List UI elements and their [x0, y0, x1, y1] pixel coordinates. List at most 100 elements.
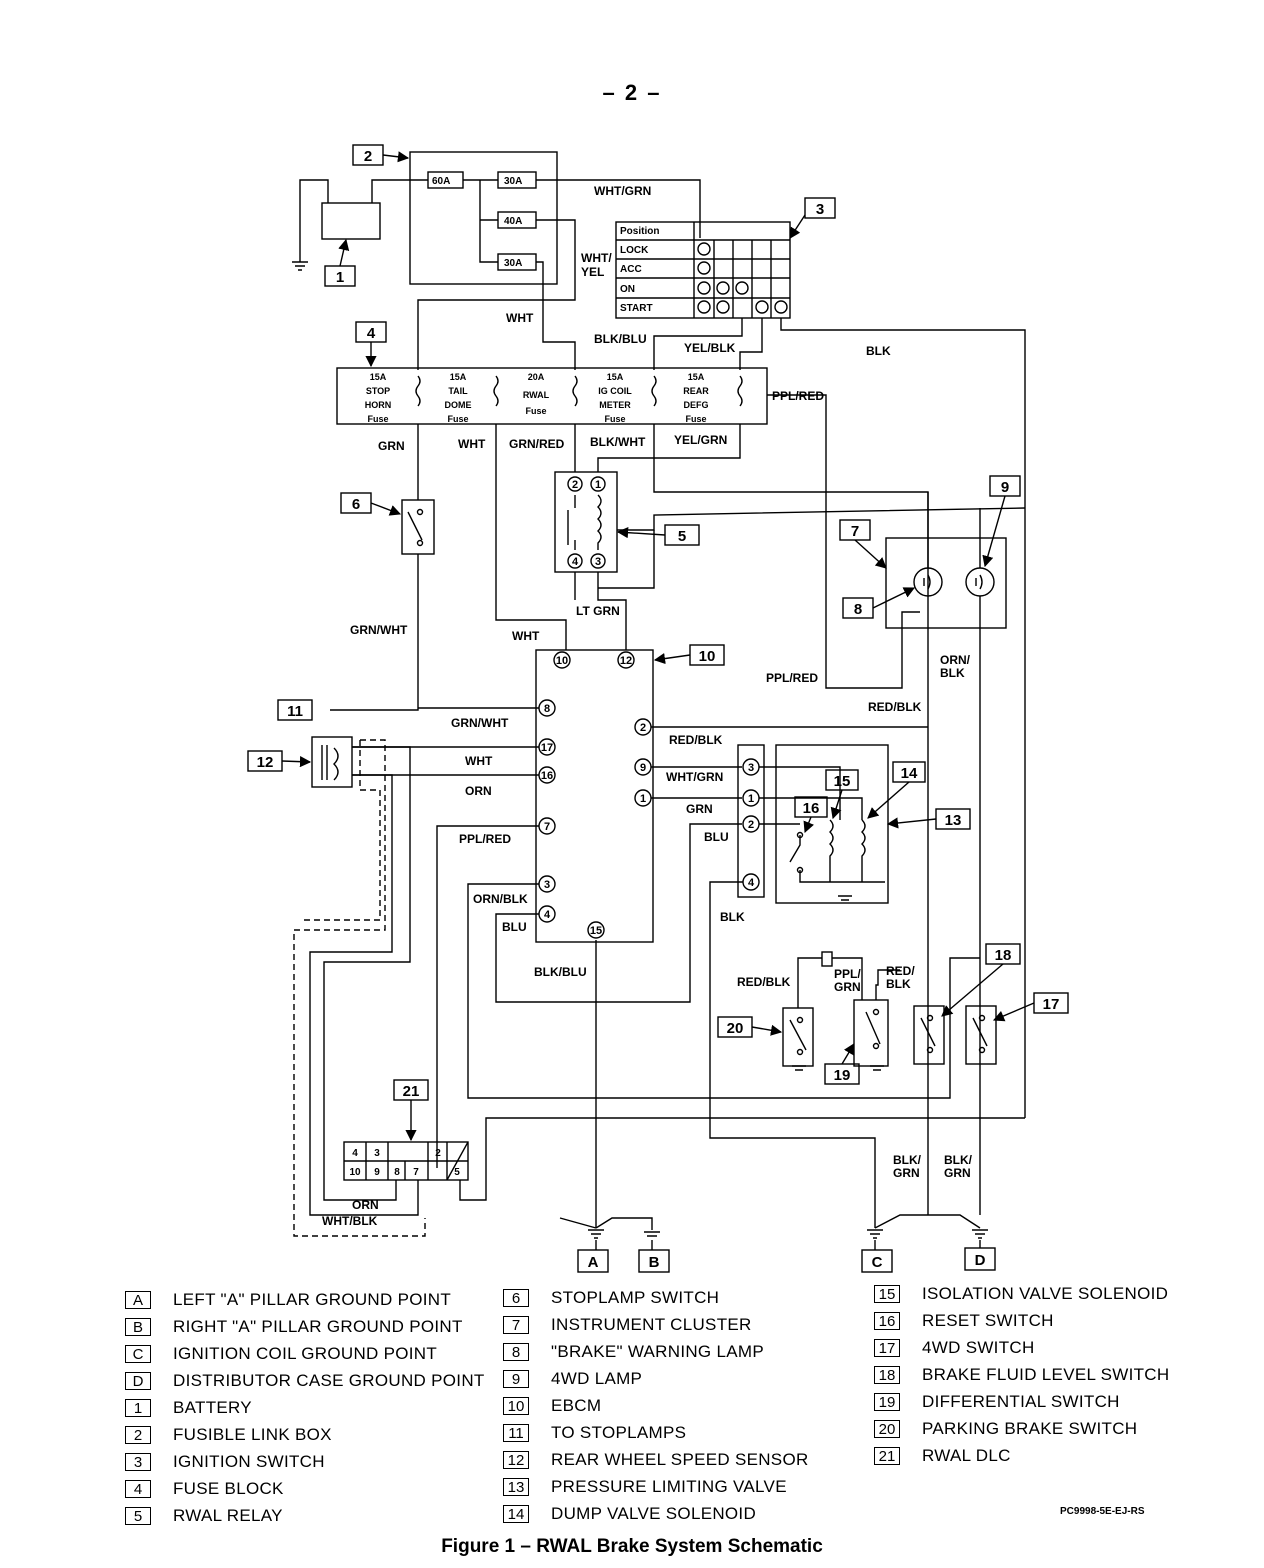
callout-12: 12 — [257, 754, 274, 771]
svg-text:10: 10 — [556, 655, 568, 667]
callout-18: 18 — [995, 947, 1012, 964]
svg-text:3: 3 — [595, 556, 601, 568]
svg-text:HORN: HORN — [365, 400, 392, 410]
svg-text:15A: 15A — [450, 372, 467, 382]
svg-text:15: 15 — [590, 925, 602, 937]
ground-label-c: C — [872, 1254, 883, 1271]
callout-7: 7 — [851, 523, 859, 540]
svg-text:Fuse: Fuse — [367, 414, 388, 424]
callout-4: 4 — [367, 325, 376, 342]
svg-text:STOP: STOP — [366, 386, 390, 396]
svg-text:BLK: BLK — [866, 344, 891, 358]
svg-text:WHT/BLK: WHT/BLK — [322, 1214, 378, 1228]
fuse-labels: 15A STOP HORN Fuse 15A TAIL DOME Fuse 20… — [365, 372, 709, 424]
svg-text:BLK/BLU: BLK/BLU — [594, 332, 647, 346]
svg-text:30A: 30A — [504, 258, 522, 269]
svg-text:Fuse: Fuse — [447, 414, 468, 424]
svg-text:Position: Position — [620, 226, 659, 237]
rwal-dlc — [343, 1141, 469, 1181]
ground-label-a: A — [588, 1254, 599, 1271]
svg-text:WHT: WHT — [512, 629, 540, 643]
svg-text:4: 4 — [572, 556, 579, 568]
svg-text:7: 7 — [413, 1167, 419, 1178]
svg-text:5: 5 — [454, 1167, 460, 1178]
callout-11: 11 — [287, 703, 303, 720]
part-code: PC9998-5E-EJ-RS — [1060, 1506, 1145, 1517]
fuse-block — [336, 367, 768, 425]
svg-text:WHT/GRN: WHT/GRN — [666, 770, 723, 784]
dlc-pin-labels: 4 3 2 10 9 8 7 5 — [349, 1148, 460, 1178]
svg-text:BLK: BLK — [940, 666, 965, 680]
battery — [292, 179, 428, 271]
svg-text:1: 1 — [748, 793, 754, 805]
brake-fluid-level-switch — [913, 1005, 945, 1065]
figure-caption: Figure 1 – RWAL Brake System Schematic — [441, 1536, 823, 1557]
svg-text:GRN: GRN — [944, 1166, 971, 1180]
callout-6: 6 — [352, 496, 360, 513]
svg-text:40A: 40A — [504, 216, 522, 227]
svg-text:GRN: GRN — [834, 980, 861, 994]
callout-5: 5 — [678, 528, 686, 545]
callout-16: 16 — [803, 800, 820, 817]
callout-15: 15 — [834, 773, 851, 790]
stoplamp-switch — [330, 499, 435, 711]
svg-text:GRN: GRN — [686, 802, 713, 816]
svg-text:1: 1 — [595, 479, 601, 491]
ground-label-b: B — [649, 1254, 660, 1271]
svg-text:15A: 15A — [607, 372, 624, 382]
svg-text:WHT: WHT — [458, 437, 486, 451]
svg-text:BLU: BLU — [704, 830, 729, 844]
callout-9: 9 — [1001, 479, 1009, 496]
svg-text:3: 3 — [748, 762, 754, 774]
fusible-link-box — [409, 151, 701, 370]
callout-14: 14 — [901, 765, 918, 782]
wire-color-labels: WHT/GRN WHT/ YEL WHT BLK/BLU YEL/BLK BLK… — [322, 184, 973, 1228]
svg-text:ORN/: ORN/ — [940, 653, 971, 667]
svg-text:PPL/RED: PPL/RED — [459, 832, 511, 846]
callout-10: 10 — [699, 648, 716, 665]
svg-text:16: 16 — [541, 770, 553, 782]
ignition-switch — [615, 221, 1026, 1118]
ebcm — [535, 649, 654, 943]
svg-text:BLK/BLU: BLK/BLU — [534, 965, 587, 979]
valve-pin-labels: 3 1 2 4 — [748, 762, 755, 889]
svg-text:BLK/WHT: BLK/WHT — [590, 435, 646, 449]
svg-text:2: 2 — [748, 819, 754, 831]
svg-text:3: 3 — [544, 879, 550, 891]
ebcm-pin-labels: 10 12 8 2 17 16 9 1 7 3 4 15 — [541, 655, 646, 937]
svg-text:BLK/: BLK/ — [944, 1153, 973, 1167]
svg-text:WHT: WHT — [506, 311, 534, 325]
svg-text:Fuse: Fuse — [604, 414, 625, 424]
svg-text:15A: 15A — [688, 372, 705, 382]
relay-pin-labels: 2 1 4 3 — [572, 479, 601, 568]
svg-text:GRN/RED: GRN/RED — [509, 437, 565, 451]
callout-19: 19 — [834, 1067, 851, 1084]
svg-text:REAR: REAR — [683, 386, 709, 396]
svg-text:2: 2 — [572, 479, 578, 491]
svg-text:8: 8 — [394, 1167, 400, 1178]
callout-labels: 2 3 1 4 6 5 7 9 8 10 11 12 15 14 16 13 1… — [257, 148, 1060, 1271]
svg-text:4: 4 — [748, 877, 755, 889]
svg-text:Fuse: Fuse — [525, 406, 546, 416]
svg-text:PPL/RED: PPL/RED — [766, 671, 818, 685]
svg-text:GRN/WHT: GRN/WHT — [350, 623, 408, 637]
svg-text:3: 3 — [374, 1148, 380, 1159]
schematic-diagram: 2 3 1 4 6 5 7 9 8 10 11 12 15 14 16 13 1… — [247, 144, 1069, 1273]
rwal-relay — [554, 471, 1026, 650]
svg-text:WHT: WHT — [465, 754, 493, 768]
